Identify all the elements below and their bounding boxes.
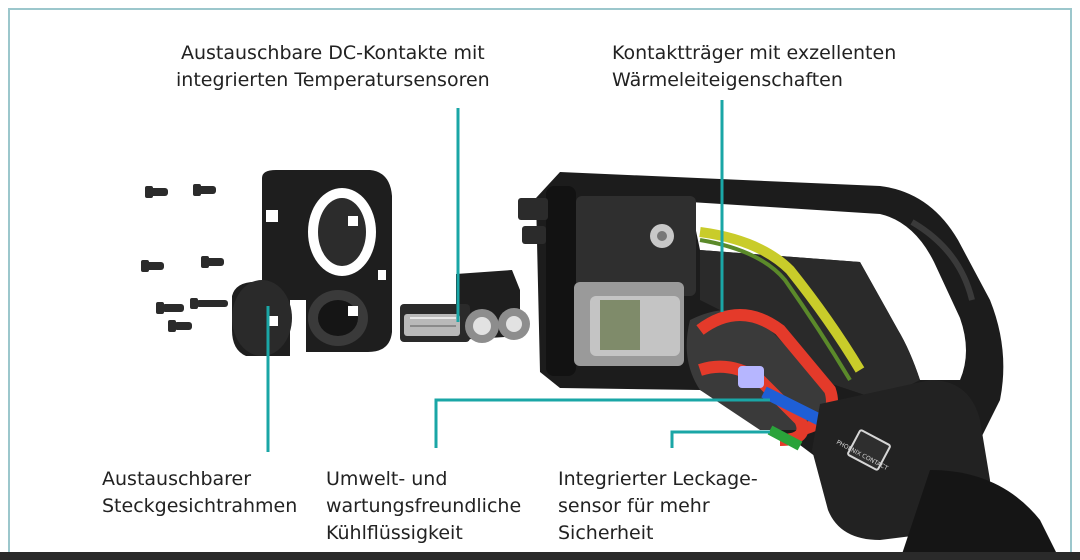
- screw: [156, 302, 184, 314]
- bottom-bar: [0, 552, 1080, 560]
- screw: [193, 184, 216, 196]
- screw: [201, 256, 224, 268]
- label-line: Kontaktträger mit exzellenten: [612, 42, 897, 64]
- dc-contacts: [400, 270, 530, 343]
- label-coolant: Umwelt- und wartungsfreundliche Kühlflüs…: [326, 466, 521, 547]
- label-line: Integrierter Leckage-: [558, 468, 758, 490]
- charging-handle: [518, 172, 1060, 560]
- label-line: Austauschbarer: [102, 468, 252, 490]
- label-leak-sensor: Integrierter Leckage- sensor für mehr Si…: [558, 466, 758, 547]
- label-line: sensor für mehr: [558, 495, 710, 517]
- screw: [141, 260, 164, 272]
- callout-lines: [266, 100, 770, 452]
- label-line: Umwelt- und: [326, 468, 448, 490]
- callout-coolant: [434, 398, 770, 448]
- label-dc-contacts: Austauschbare DC-Kontakte mit integriert…: [176, 40, 490, 94]
- label-face-frame: Austauschbarer Steckgesichtrahmen: [102, 466, 297, 520]
- label-line: wartungsfreundliche: [326, 495, 522, 517]
- label-line: Sicherheit: [558, 522, 654, 544]
- label-line: integrierten Temperatursensoren: [176, 69, 490, 91]
- screw: [168, 320, 192, 332]
- label-line: Steckgesichtrahmen: [102, 495, 298, 517]
- screw: [190, 298, 228, 309]
- label-line: Austauschbare DC-Kontakte mit: [180, 42, 485, 64]
- screw: [145, 186, 168, 198]
- screws: [141, 184, 228, 332]
- callout-leak-sensor: [670, 430, 770, 448]
- diagram-frame: [8, 8, 1072, 556]
- label-line: Wärmeleiteigenschaften: [612, 69, 843, 91]
- label-line: Kühlflüssigkeit: [326, 522, 463, 544]
- face-frame: [232, 170, 392, 356]
- label-contact-carrier: Kontaktträger mit exzellenten Wärmeleite…: [612, 40, 896, 94]
